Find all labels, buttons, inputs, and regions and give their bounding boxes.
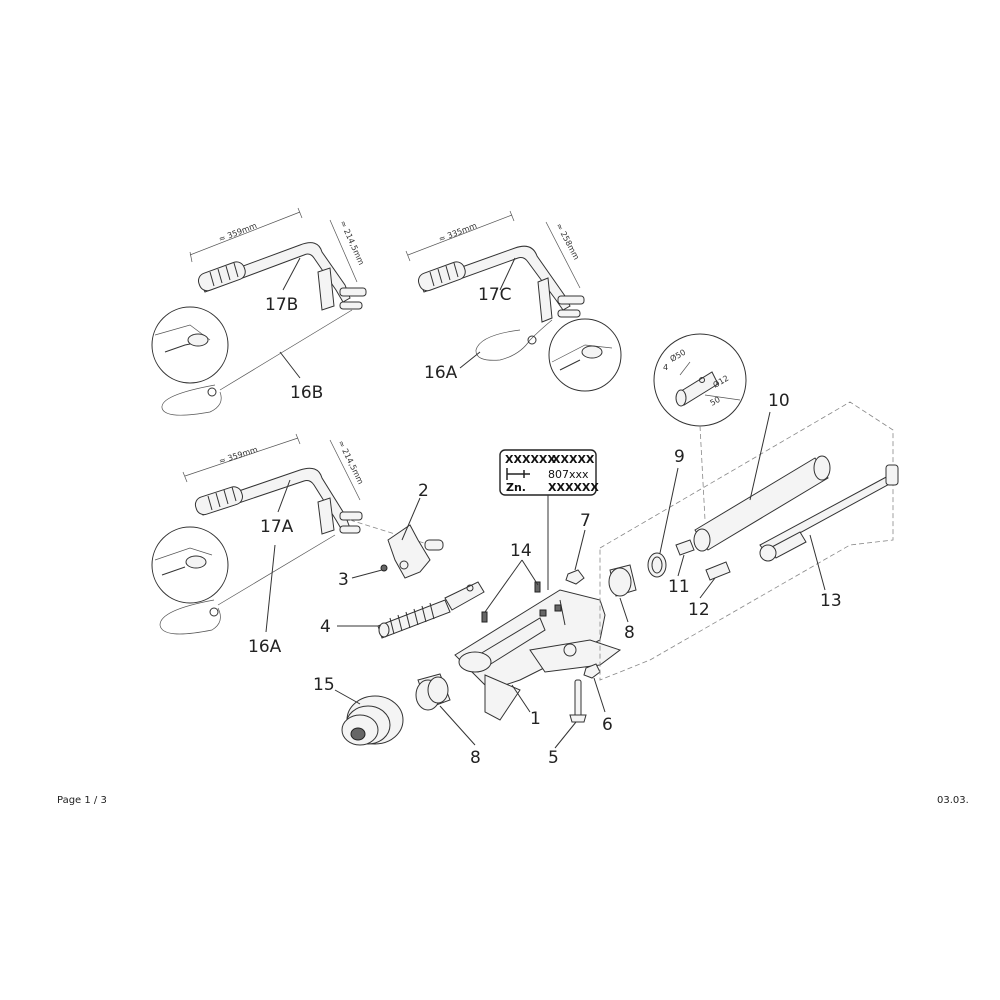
detail-circle-16a-bottom (151, 526, 229, 604)
plate-row1-left: XXXXXX (505, 453, 556, 466)
handle-17b: ≈ 359mm ≈ 214,5mm (161, 207, 367, 416)
ring-9 (647, 552, 667, 578)
dim-17c-length: ≈ 335mm (437, 221, 478, 244)
plate-row2-right: 807xxx (548, 468, 589, 481)
label-2: 2 (418, 481, 429, 501)
leader-lines (265, 257, 826, 749)
detail-circle-16a-top (548, 318, 622, 392)
label-8-right: 8 (624, 623, 635, 643)
plate-row3-right: XXXXXX (548, 481, 599, 494)
label-17c: 17C (478, 285, 512, 305)
label-17a: 17A (260, 517, 294, 537)
bellow-15 (341, 695, 404, 746)
plate-row3-left: Zn. (506, 481, 526, 494)
dim-hole-distance: 50 (709, 395, 722, 408)
dim-17a-length: ≈ 359mm (218, 445, 259, 466)
label-16b: 16B (290, 383, 323, 403)
bush-8-left (415, 673, 451, 711)
label-14: 14 (510, 541, 532, 561)
detail-circle-16b (151, 306, 229, 384)
page-date: 03.03. (937, 795, 969, 806)
dim-17a-height: ≈ 214,5mm (336, 439, 365, 486)
type-plate: XXXXXX XXXXX 807xxx Zn. XXXXXX (499, 449, 599, 590)
label-12: 12 (688, 600, 710, 620)
label-13: 13 (820, 591, 842, 611)
shaft-assembly (599, 401, 899, 681)
dim-tube-diameter: Ø50 (668, 347, 687, 364)
label-15: 15 (313, 675, 335, 695)
coupling-body (454, 569, 622, 723)
label-5: 5 (548, 748, 559, 768)
dim-17b-length: ≈ 359mm (217, 221, 258, 244)
label-17b: 17B (265, 295, 298, 315)
dim-17b-height: ≈ 214,5mm (338, 219, 366, 266)
page-number: Page 1 / 3 (57, 795, 107, 806)
part-labels: 17B 16B 17C 16A 17A 16A 1 2 3 4 5 6 7 8 … (248, 285, 842, 768)
plate-row1-right: XXXXX (552, 453, 595, 466)
coupling-symbol-icon (506, 468, 530, 480)
label-16a-bottom: 16A (248, 637, 282, 657)
label-7: 7 (580, 511, 591, 531)
label-10: 10 (768, 391, 790, 411)
handle-17a: ≈ 359mm ≈ 214,5mm (159, 433, 365, 635)
label-11: 11 (668, 577, 690, 597)
label-1: 1 (530, 709, 541, 729)
label-3: 3 (338, 570, 349, 590)
label-16a-top: 16A (424, 363, 458, 383)
label-6: 6 (602, 715, 613, 735)
label-8-left: 8 (470, 748, 481, 768)
lever-assembly (349, 519, 485, 639)
dim-tube-offset: 4 (663, 363, 668, 372)
detail-circle-tube: Ø50 4 Ø12 50 (653, 333, 747, 521)
label-9: 9 (674, 447, 685, 467)
label-4: 4 (320, 617, 331, 637)
dim-17c-height: ≈ 258mm (554, 222, 581, 262)
bush-8-right (608, 564, 637, 597)
